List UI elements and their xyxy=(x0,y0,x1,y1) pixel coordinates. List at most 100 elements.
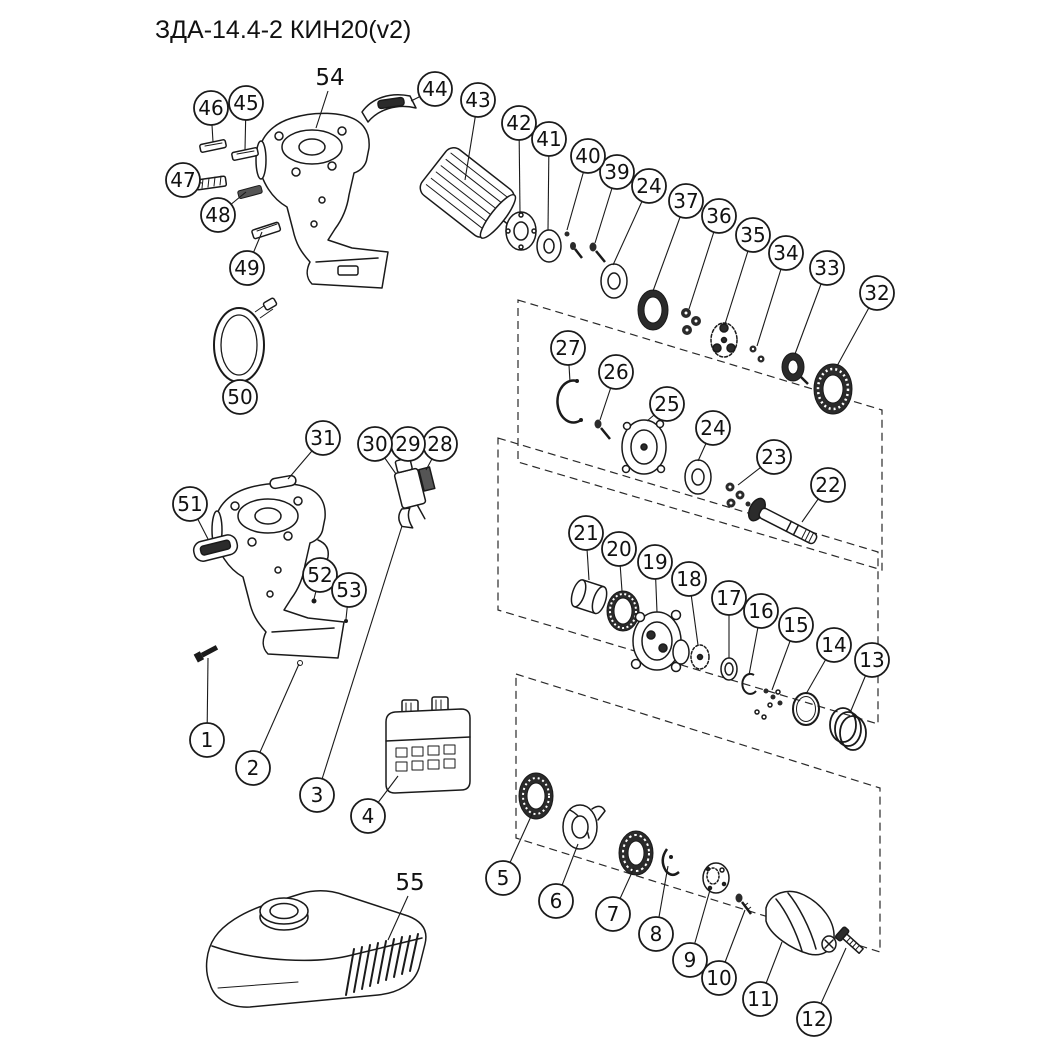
svg-text:39: 39 xyxy=(604,160,629,184)
svg-text:24: 24 xyxy=(636,174,661,198)
callout-2: 2 xyxy=(235,663,300,786)
callout-7: 7 xyxy=(595,867,635,932)
svg-text:55: 55 xyxy=(395,870,424,896)
svg-text:27: 27 xyxy=(555,336,580,360)
switch-assembly xyxy=(393,457,436,529)
callout-18: 18 xyxy=(671,561,707,646)
drill-housing-right xyxy=(255,112,389,289)
callout-13: 13 xyxy=(849,642,890,714)
svg-text:24: 24 xyxy=(700,416,725,440)
callout-1: 1 xyxy=(189,657,225,758)
screw-52 xyxy=(311,598,317,604)
callout-28: 28 xyxy=(422,426,458,471)
svg-text:10: 10 xyxy=(706,966,731,990)
svg-text:17: 17 xyxy=(716,586,741,610)
svg-text:19: 19 xyxy=(642,550,667,574)
svg-text:16: 16 xyxy=(748,599,773,623)
svg-text:21: 21 xyxy=(573,521,598,545)
callout-15: 15 xyxy=(771,607,814,691)
screw-hole-2 xyxy=(297,660,303,666)
gear-set-36 xyxy=(681,308,701,335)
assembly-box-1 xyxy=(517,299,883,571)
washer-17 xyxy=(720,657,738,681)
button-45 xyxy=(231,147,259,161)
bearing-33 xyxy=(781,352,809,385)
callout-44: 44 xyxy=(410,71,453,107)
retaining-ring-27 xyxy=(556,379,583,424)
selector-plate-9 xyxy=(702,862,730,894)
svg-text:48: 48 xyxy=(205,203,230,227)
svg-text:22: 22 xyxy=(815,473,840,497)
svg-text:52: 52 xyxy=(307,563,332,587)
callout-20: 20 xyxy=(601,531,637,592)
svg-text:2: 2 xyxy=(247,756,260,780)
callout-50: 50 xyxy=(222,379,258,415)
callout-51: 51 xyxy=(172,486,209,540)
svg-text:9: 9 xyxy=(684,948,697,972)
cam-ring-6 xyxy=(562,804,606,850)
callout-53: 53 xyxy=(331,572,367,620)
callout-layer: 1234567891011121314151617181920212223242… xyxy=(165,65,895,1037)
battery-4 xyxy=(385,696,471,794)
svg-text:8: 8 xyxy=(650,922,663,946)
callout-34: 34 xyxy=(756,235,804,347)
svg-text:42: 42 xyxy=(506,111,531,135)
screw-12 xyxy=(834,926,864,955)
svg-text:4: 4 xyxy=(362,804,375,828)
callout-11: 11 xyxy=(742,941,783,1017)
svg-text:3: 3 xyxy=(311,783,324,807)
spring-13 xyxy=(829,707,867,751)
svg-text:1: 1 xyxy=(201,728,214,752)
strap-50 xyxy=(213,297,278,383)
belt-clip-51 xyxy=(192,534,239,562)
callout-45: 45 xyxy=(228,85,264,151)
callout-32: 32 xyxy=(836,275,895,367)
callout-49: 49 xyxy=(229,231,265,286)
motor-43 xyxy=(419,147,518,239)
svg-text:25: 25 xyxy=(654,392,679,416)
svg-text:31: 31 xyxy=(310,426,335,450)
svg-text:32: 32 xyxy=(864,281,889,305)
screw-1 xyxy=(193,645,219,663)
callout-43: 43 xyxy=(460,82,496,181)
ribbed-ring-5 xyxy=(518,772,554,820)
callout-8: 8 xyxy=(638,865,674,952)
ring-gear-20 xyxy=(606,590,640,632)
planet-carrier-35 xyxy=(710,322,738,358)
callout-16: 16 xyxy=(743,593,779,676)
clutch-housing-25 xyxy=(621,419,667,475)
callout-9: 9 xyxy=(672,889,711,978)
callout-24: 24 xyxy=(695,410,731,462)
screw-26 xyxy=(594,419,611,440)
callout-37: 37 xyxy=(652,183,704,292)
svg-text:53: 53 xyxy=(336,578,361,602)
callout-4: 4 xyxy=(350,775,399,834)
svg-text:20: 20 xyxy=(606,537,631,561)
svg-text:30: 30 xyxy=(362,432,387,456)
callout-6: 6 xyxy=(538,843,579,919)
assembly-box-3 xyxy=(515,673,881,953)
svg-text:7: 7 xyxy=(607,902,620,926)
detent-parts-15 xyxy=(754,688,783,720)
washer-24-mid xyxy=(684,459,712,495)
svg-text:46: 46 xyxy=(198,96,223,120)
screw-40 xyxy=(564,231,583,259)
svg-text:34: 34 xyxy=(773,241,798,265)
label-54: 54 xyxy=(315,65,345,129)
gear-plate-42 xyxy=(505,211,537,251)
svg-text:50: 50 xyxy=(227,385,252,409)
callout-12: 12 xyxy=(796,947,847,1037)
svg-text:26: 26 xyxy=(603,360,628,384)
callout-40: 40 xyxy=(566,138,606,231)
svg-text:40: 40 xyxy=(575,144,600,168)
svg-text:23: 23 xyxy=(761,445,786,469)
o-ring-14 xyxy=(792,692,820,726)
callout-10: 10 xyxy=(701,909,746,996)
callout-36: 36 xyxy=(688,198,737,310)
svg-text:47: 47 xyxy=(170,168,195,192)
svg-text:5: 5 xyxy=(497,866,510,890)
svg-text:14: 14 xyxy=(821,633,846,657)
svg-text:35: 35 xyxy=(740,223,765,247)
callout-17: 17 xyxy=(711,580,747,658)
